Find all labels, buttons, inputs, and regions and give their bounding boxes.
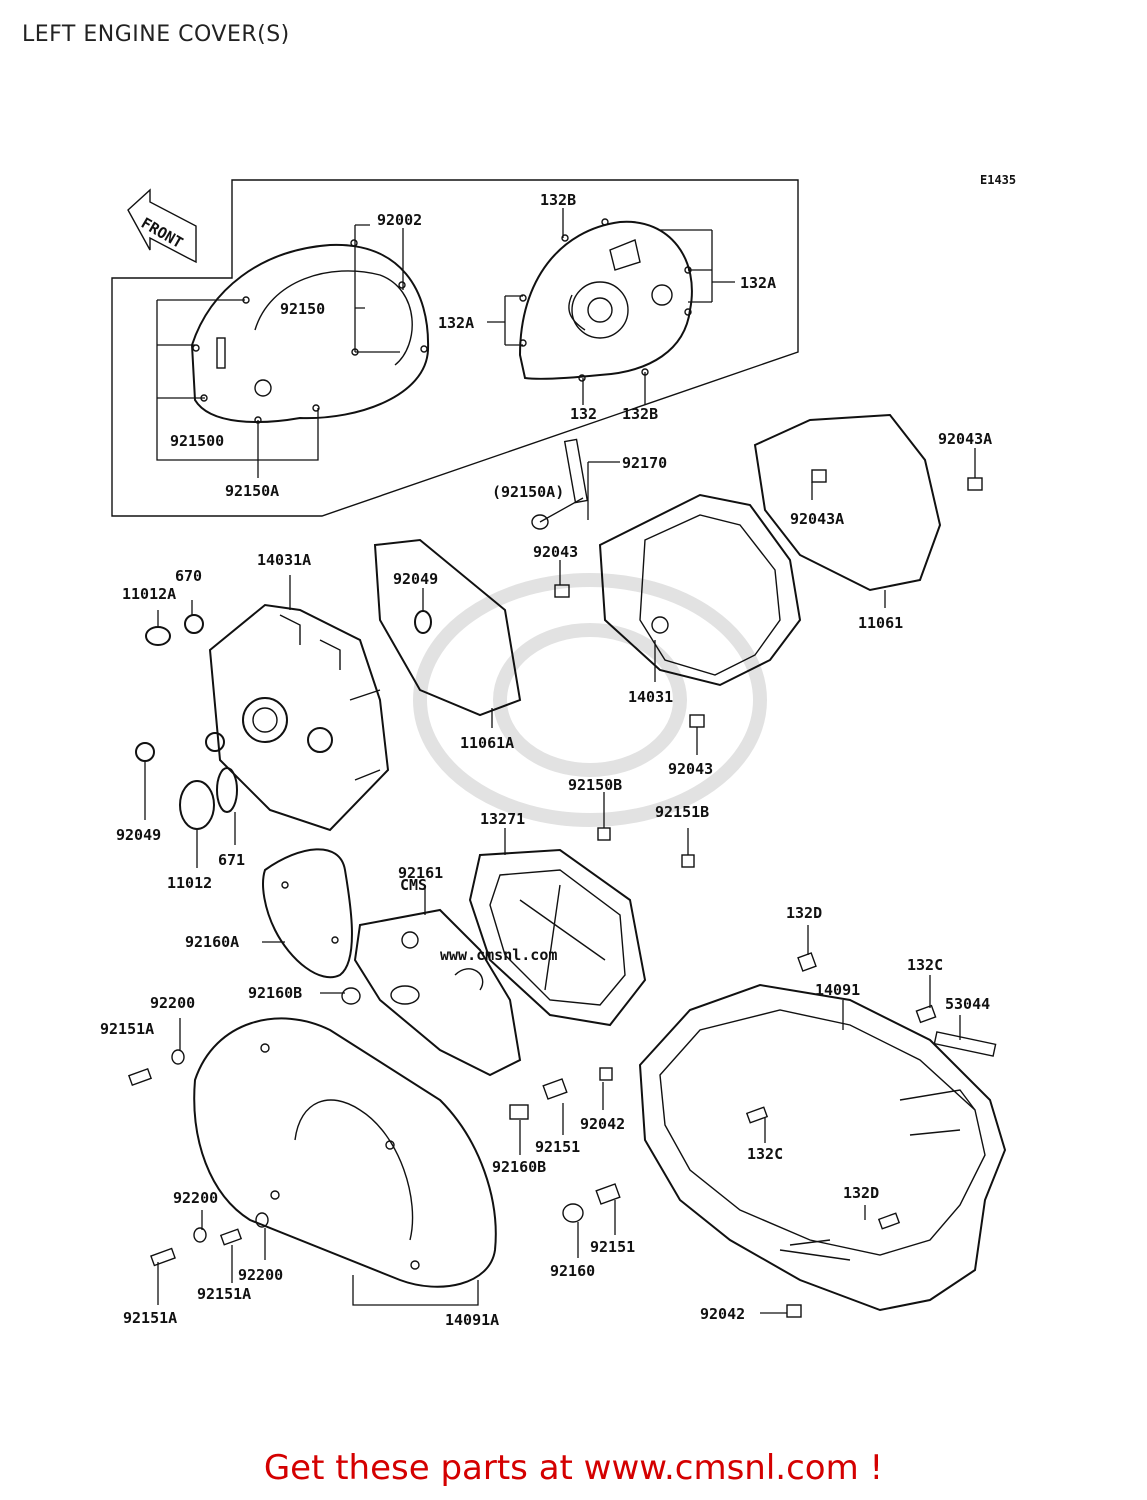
part-14091a-outer-cover xyxy=(193,1017,497,1288)
label-132b-top: 132B xyxy=(540,191,576,209)
inset-inner-cover xyxy=(518,218,693,382)
inset-frame xyxy=(111,179,799,517)
label-92160b-top: 92160B xyxy=(248,984,302,1002)
label-14091a: 14091A xyxy=(445,1311,499,1329)
label-11061: 11061 xyxy=(858,614,903,632)
label-92160: 92160 xyxy=(550,1262,595,1280)
front-arrow-icon: FRONT xyxy=(127,188,197,264)
part-11012a-cap xyxy=(145,614,204,646)
watermark-brand: CMS xyxy=(400,876,427,894)
label-14091: 14091 xyxy=(815,981,860,999)
label-92043a-right: 92043A xyxy=(938,430,992,448)
label-92160a: 92160A xyxy=(185,933,239,951)
label-670: 670 xyxy=(175,567,202,585)
part-11012-cap xyxy=(135,732,238,830)
label-132c-mid: 132C xyxy=(747,1145,783,1163)
cta-link[interactable]: Get these parts at www.cmsnl.com ! xyxy=(263,1448,884,1488)
label-132a-left: 132A xyxy=(438,314,474,332)
part-92161-plate xyxy=(353,908,522,1077)
inset-outer-cover xyxy=(190,239,430,424)
watermark: CMS www.cmsnl.com xyxy=(400,573,767,964)
label-11012: 11012 xyxy=(167,874,212,892)
diagram-code: E1435 xyxy=(980,173,1016,187)
bottom-fasteners xyxy=(127,952,997,1318)
label-92151a-bottom: 92151A xyxy=(123,1309,177,1327)
label-92150b: 92150B xyxy=(568,776,622,794)
part-14031a-housing xyxy=(208,603,390,832)
label-92150: 92150 xyxy=(280,300,325,318)
label-132c-top: 132C xyxy=(907,956,943,974)
label-92049-top: 92049 xyxy=(393,570,438,588)
label-92151-bottom: 92151 xyxy=(590,1238,635,1256)
label-92200-top: 92200 xyxy=(150,994,195,1012)
label-92043a-mid: 92043A xyxy=(790,510,844,528)
main-leaders xyxy=(144,448,976,1314)
label-11061a: 11061A xyxy=(460,734,514,752)
label-92151b: 92151B xyxy=(655,803,709,821)
label-921500: 921500 xyxy=(170,432,224,450)
front-label: FRONT xyxy=(138,214,186,252)
label-92042-bottom: 92042 xyxy=(700,1305,745,1323)
label-92161: 92161 xyxy=(398,864,443,882)
label-14031: 14031 xyxy=(628,688,673,706)
label-13271: 13271 xyxy=(480,810,525,828)
label-132: 132 xyxy=(570,405,597,423)
part-labels: 92002 132B 132A 132A 92150 921500 92150A… xyxy=(100,191,992,1329)
watermark-url: www.cmsnl.com xyxy=(440,946,557,964)
part-92160a-pad xyxy=(262,848,353,979)
label-92151a-left: 92151A xyxy=(100,1020,154,1038)
label-92200-mid: 92200 xyxy=(173,1189,218,1207)
part-14091-inner-cover xyxy=(638,983,1007,1312)
label-92200-bottom: 92200 xyxy=(238,1266,283,1284)
label-53044: 53044 xyxy=(945,995,990,1013)
label-132a-right: 132A xyxy=(740,274,776,292)
label-92042-mid: 92042 xyxy=(580,1115,625,1133)
label-14031a: 14031A xyxy=(257,551,311,569)
label-92043-top: 92043 xyxy=(533,543,578,561)
page-title: LEFT ENGINE COVER(S) xyxy=(22,22,290,47)
parts-diagram: CMS www.cmsnl.com E1435 FRONT xyxy=(100,173,1016,1329)
inset-leaders xyxy=(156,208,735,478)
label-92150a: 92150A xyxy=(225,482,279,500)
label-92049-left: 92049 xyxy=(116,826,161,844)
label-92043-mid: 92043 xyxy=(668,760,713,778)
label-132d-top: 132D xyxy=(786,904,822,922)
label-92170: 92170 xyxy=(622,454,667,472)
label-671: 671 xyxy=(218,851,245,869)
label-132d-bottom: 132D xyxy=(843,1184,879,1202)
label-92151-mid: 92151 xyxy=(535,1138,580,1156)
part-11061-gasket xyxy=(753,413,942,592)
label-132b-bottom: 132B xyxy=(622,405,658,423)
label-92150a-paren: (92150A) xyxy=(492,483,564,501)
part-14031-cover xyxy=(563,438,802,687)
label-11012a: 11012A xyxy=(122,585,176,603)
label-92002: 92002 xyxy=(377,211,422,229)
label-92160b-bottom: 92160B xyxy=(492,1158,546,1176)
part-13271-bracket xyxy=(468,848,647,1027)
label-92151a-mid: 92151A xyxy=(197,1285,251,1303)
